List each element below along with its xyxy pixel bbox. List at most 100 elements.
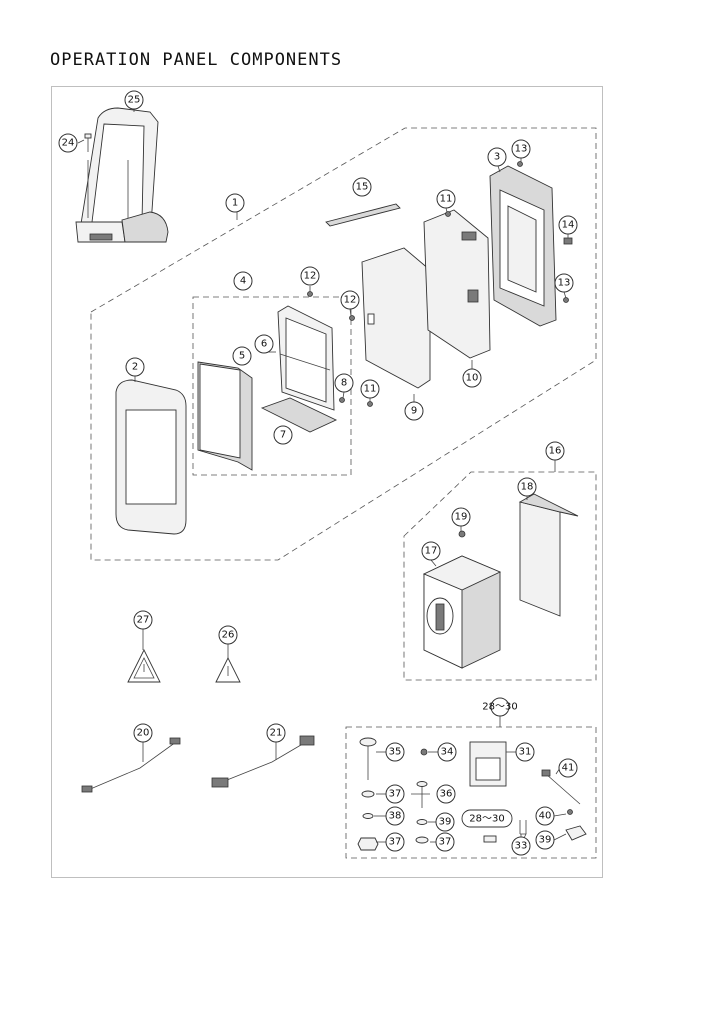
callout-6-text: 6 — [261, 339, 267, 350]
callout-32-text: 34 — [441, 747, 454, 758]
callout-33: 35 — [385, 742, 405, 762]
callout-27: 31 — [515, 742, 535, 762]
callout-12a-text: 12 — [304, 271, 317, 282]
shield-plate-9 — [361, 247, 431, 389]
strip-15 — [325, 203, 401, 227]
callout-12b: 12 — [340, 290, 360, 310]
front-bezel-part — [115, 379, 187, 535]
callout-13a: 13 — [511, 139, 531, 159]
callout-4-text: 4 — [240, 276, 246, 287]
callout-39: 39 — [535, 830, 555, 850]
callout-37a: 38 — [385, 806, 405, 826]
callout-2: 2 — [125, 357, 145, 377]
callout-16-text: 16 — [549, 446, 562, 457]
screw-13b — [563, 297, 569, 303]
callout-27-text: 31 — [519, 747, 532, 758]
callout-7: 7 — [273, 425, 293, 445]
callout-19-text: 19 — [455, 512, 468, 523]
callout-11a-text: 11 — [440, 194, 453, 205]
screw-11b — [367, 401, 373, 407]
callout-40-text: 40 — [539, 811, 552, 822]
callout-3: 3 — [487, 147, 507, 167]
callout-22-text: 25 — [128, 95, 141, 106]
callout-17: 17 — [421, 541, 441, 561]
callout-10: 10 — [462, 368, 482, 388]
callout-2-text: 2 — [132, 362, 138, 373]
callout-36: 37 — [435, 832, 455, 852]
part-14 — [563, 237, 573, 245]
callout-24: 26 — [218, 625, 238, 645]
callout-41-text: 41 — [562, 763, 575, 774]
callout-24-text: 26 — [222, 630, 235, 641]
callout-28-30-text: 28〜30 — [469, 814, 504, 825]
page-title: OPERATION PANEL COMPONENTS — [50, 50, 343, 70]
callout-14: 14 — [558, 215, 578, 235]
callout-35-text: 37 — [389, 789, 402, 800]
bracket-frame-part — [277, 305, 335, 411]
callout-18-text: 18 — [521, 482, 534, 493]
callout-40: 40 — [535, 806, 555, 826]
callout-15: 15 — [352, 177, 372, 197]
rear-case-3 — [489, 165, 557, 327]
callout-38: 37 — [385, 832, 405, 852]
stand-part — [75, 107, 169, 243]
screw-8 — [339, 397, 345, 403]
callout-23: 24 — [58, 133, 78, 153]
group-outline-16 — [403, 471, 597, 681]
callout-4: 4 — [233, 271, 253, 291]
callout-34-text: 36 — [440, 789, 453, 800]
callout-37a-text: 38 — [389, 811, 402, 822]
callout-26: 28〜30 — [482, 697, 518, 717]
cable-20 — [81, 737, 181, 793]
callout-41: 41 — [558, 758, 578, 778]
callout-9: 9 — [404, 401, 424, 421]
callout-7-text: 7 — [280, 430, 286, 441]
cable-21 — [211, 735, 315, 788]
group-outline-26 — [345, 726, 597, 859]
bracket-18 — [518, 493, 579, 617]
callout-16: 16 — [545, 441, 565, 461]
callout-25: 27 — [133, 610, 153, 630]
screw-13a — [517, 161, 523, 167]
callout-35: 37 — [385, 784, 405, 804]
callout-34: 36 — [436, 784, 456, 804]
callout-31: 33 — [511, 836, 531, 856]
callout-10-text: 10 — [466, 373, 479, 384]
callout-33-text: 35 — [389, 747, 402, 758]
callout-25-text: 27 — [137, 615, 150, 626]
callout-32: 34 — [437, 742, 457, 762]
group-outline-main — [90, 127, 597, 561]
callout-23-text: 24 — [62, 138, 75, 149]
callout-5: 5 — [232, 346, 252, 366]
warning-label-25 — [127, 648, 161, 683]
callout-28-30: 28〜30 — [461, 809, 513, 828]
callout-14-text: 14 — [562, 220, 575, 231]
screw-11a — [445, 211, 451, 217]
callout-18: 18 — [517, 477, 537, 497]
callout-13b: 13 — [554, 273, 574, 293]
callout-1: 1 — [225, 193, 245, 213]
callout-20-text: 20 — [137, 728, 150, 739]
circuit-board-10 — [423, 209, 491, 359]
callout-11b: 11 — [360, 379, 380, 399]
group-outline-inner — [192, 296, 352, 476]
callout-11a: 11 — [436, 189, 456, 209]
screw-12b — [349, 315, 355, 321]
warning-label-24 — [215, 656, 241, 683]
hardware-kit-26 — [357, 737, 587, 851]
plate-7 — [260, 397, 338, 433]
switch-box-17 — [422, 555, 502, 669]
callout-31-text: 33 — [515, 841, 528, 852]
callout-20: 20 — [133, 723, 153, 743]
callout-9-text: 9 — [411, 406, 417, 417]
screw-12a — [307, 291, 313, 297]
callout-22: 25 — [124, 90, 144, 110]
callout-21-text: 21 — [270, 728, 283, 739]
callout-5-text: 5 — [239, 351, 245, 362]
callout-21: 21 — [266, 723, 286, 743]
callout-8-text: 8 — [341, 378, 347, 389]
callout-6: 6 — [254, 334, 274, 354]
lcd-panel-part — [197, 361, 253, 471]
diagram-frame — [51, 86, 603, 878]
